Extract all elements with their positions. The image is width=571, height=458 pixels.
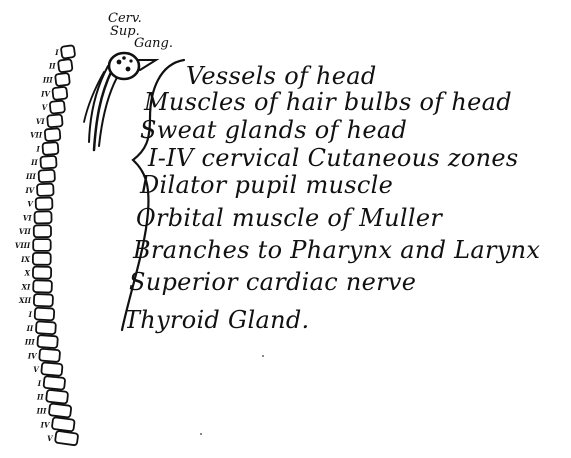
vertebra-label: I <box>36 144 41 153</box>
vertebra <box>36 321 56 334</box>
vertebra <box>34 294 53 307</box>
vertebra <box>33 253 51 265</box>
vertebra <box>34 211 51 223</box>
vertebra <box>33 280 52 292</box>
vertebra-label: VII <box>19 227 32 236</box>
target-superior-cardiac-nerve: Superior cardiac nerve <box>129 268 416 296</box>
vertebra <box>45 128 61 141</box>
vertebra-label: III <box>42 76 54 85</box>
vertebra <box>39 349 60 362</box>
target-orbital-muscle-of-muller: Orbital muscle of Muller <box>136 204 443 232</box>
ganglion-label-line-3: Gang. <box>134 36 173 51</box>
vertebra <box>36 197 53 209</box>
superior-cervical-ganglion <box>109 53 139 79</box>
vertebra-label: VIII <box>15 241 31 250</box>
vertebra <box>46 390 68 404</box>
vertebra-label: V <box>47 434 54 443</box>
target-thyroid-gland: Thyroid Gland. <box>124 306 309 334</box>
ganglion-label: Cerv. Sup. Gang. <box>108 11 173 51</box>
vertebra-label: XII <box>18 296 32 305</box>
vertebra-label: V <box>27 200 34 209</box>
target-list: Vessels of head Muscles of hair bulbs of… <box>124 62 540 334</box>
vertebra <box>33 267 51 279</box>
vertebra-label: XI <box>21 282 31 291</box>
vertebra <box>52 87 67 100</box>
scan-specks <box>200 355 264 435</box>
vertebra <box>52 417 75 431</box>
vertebra <box>37 184 54 196</box>
target-cervical-cutaneous-zones: I-IV cervical Cutaneous zones <box>147 144 519 172</box>
vertebra-label: III <box>24 338 36 347</box>
target-sweat-glands: Sweat glands of head <box>140 116 407 144</box>
vertebra <box>58 59 73 72</box>
vertebra-label: II <box>26 324 34 333</box>
vertebra-label: II <box>30 158 38 167</box>
target-branches-to-pharynx-larynx: Branches to Pharynx and Larynx <box>132 236 540 264</box>
vertebra-label: VI <box>23 213 32 222</box>
target-vessels-of-head: Vessels of head <box>186 62 377 90</box>
vertebra <box>41 362 62 376</box>
target-dilator-pupil-muscle: Dilator pupil muscle <box>139 171 393 199</box>
vertebra-label: IV <box>24 186 35 195</box>
vertebra <box>49 403 72 417</box>
vertebra-label: IV <box>27 351 38 360</box>
vertebra-label: II <box>36 393 44 402</box>
vertebra-label: VI <box>36 117 45 126</box>
vertebra-label: X <box>24 269 31 278</box>
vertebra <box>47 114 63 127</box>
vertebra <box>55 73 70 86</box>
vertebra <box>55 431 78 446</box>
vertebra <box>43 376 65 390</box>
vertebra <box>33 239 51 251</box>
vertebra-label: II <box>48 62 56 71</box>
vertebra-label: IV <box>40 420 51 429</box>
vertebra <box>37 335 58 348</box>
vertebra-label: III <box>36 407 48 416</box>
vertebra-label: III <box>25 172 37 181</box>
vertebra <box>61 45 76 58</box>
vertebra <box>39 170 55 183</box>
spinal-column: IIIIIIIVVVIVIIIIIIIIIVVVIVIIVIIIIXXXIXII… <box>15 45 78 445</box>
vertebra-label: I <box>54 48 59 57</box>
vertebra <box>40 156 56 169</box>
vertebra-label: I <box>28 310 33 319</box>
vertebra-label: IV <box>40 89 51 98</box>
target-muscles-of-hair-bulbs: Muscles of hair bulbs of head <box>143 88 512 116</box>
vertebra-label: V <box>33 365 40 374</box>
vertebra <box>35 308 55 321</box>
vertebra <box>50 101 65 114</box>
vertebra-label: I <box>37 379 42 388</box>
vertebra <box>34 225 51 237</box>
vertebra <box>42 142 58 155</box>
vertebra-label: VII <box>30 131 43 140</box>
vertebra-label: V <box>42 103 49 112</box>
vertebra-label: IX <box>20 255 30 264</box>
